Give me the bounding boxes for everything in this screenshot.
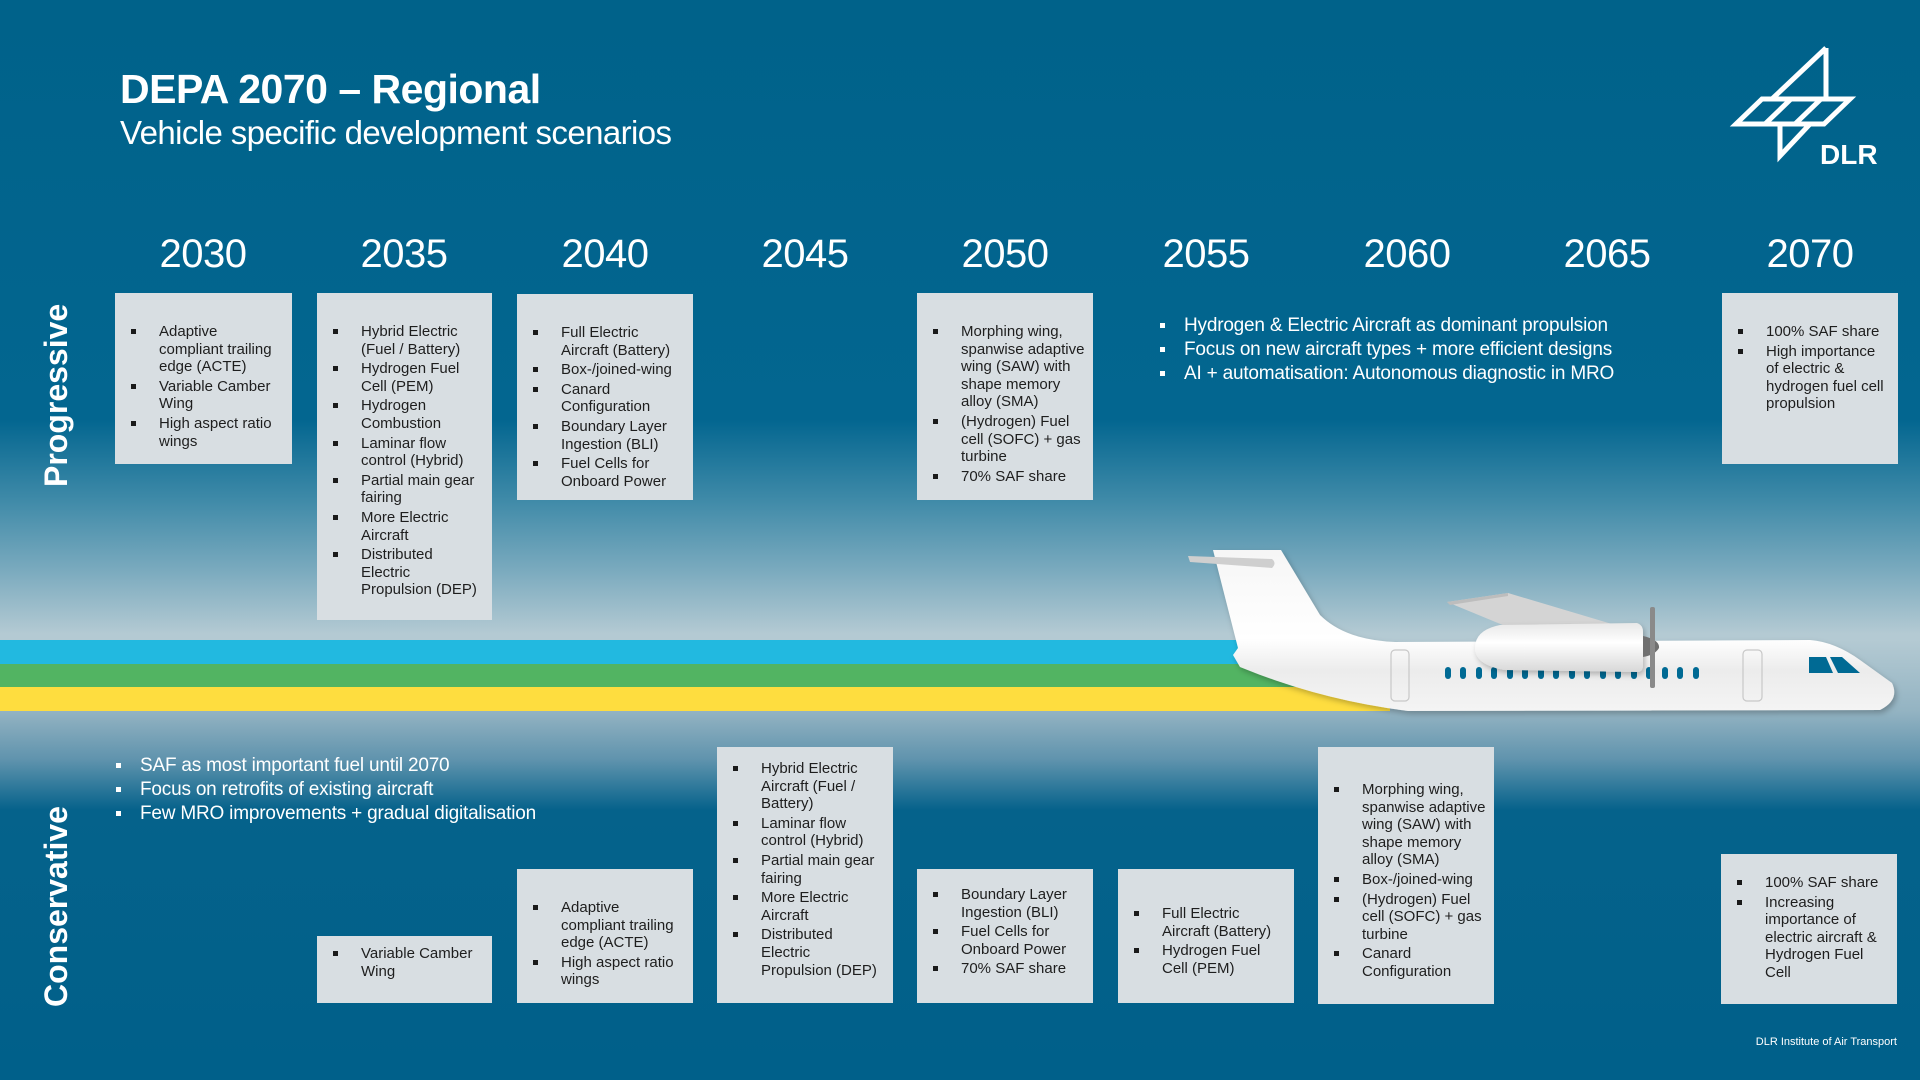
year-2055: 2055 <box>1162 232 1250 276</box>
list-item: Boundary Layer Ingestion (BLI) <box>931 886 1085 921</box>
page-title: DEPA 2070 – Regional <box>120 66 541 112</box>
list-item: Variable Camber Wing <box>129 378 284 413</box>
list-item: (Hydrogen) Fuel cell (SOFC) + gas turbin… <box>1332 891 1486 944</box>
list-item: 70% SAF share <box>931 468 1085 486</box>
list-item: Laminar flow control (Hybrid) <box>331 435 484 470</box>
list-item: Box-/joined-wing <box>531 361 685 379</box>
list-item: Boundary Layer Ingestion (BLI) <box>531 418 685 453</box>
list-item: Hydrogen Combustion <box>331 397 484 432</box>
dlr-logo-icon: DLR <box>1729 46 1878 170</box>
list-item: High aspect ratio wings <box>531 954 685 989</box>
conservative-summary: SAF as most important fuel until 2070 Fo… <box>114 754 536 826</box>
list-item: Adaptive compliant trailing edge (ACTE) <box>129 323 284 376</box>
conservative-box-2035: Variable Camber Wing <box>317 936 492 1003</box>
list-item: Focus on new aircraft types + more effic… <box>1158 338 1614 362</box>
list-item: 70% SAF share <box>931 960 1085 978</box>
year-2060: 2060 <box>1363 232 1451 276</box>
list-item: Variable Camber Wing <box>331 945 484 980</box>
conservative-box-2070: 100% SAF share Increasing importance of … <box>1721 854 1897 1004</box>
list-item: Partial main gear fairing <box>731 852 885 887</box>
year-2045: 2045 <box>761 232 849 276</box>
list-item: Hydrogen Fuel Cell (PEM) <box>1132 942 1286 977</box>
band-cyan <box>0 640 1260 664</box>
list-item: Fuel Cells for Onboard Power <box>531 455 685 490</box>
list-item: Increasing importance of electric aircra… <box>1735 894 1889 982</box>
list-item: High aspect ratio wings <box>129 415 284 450</box>
year-2050: 2050 <box>961 232 1049 276</box>
page-subtitle: Vehicle specific development scenarios <box>120 114 672 151</box>
progressive-box-2040: Full Electric Aircraft (Battery) Box-/jo… <box>517 294 693 500</box>
progressive-box-2050: Morphing wing, spanwise adaptive wing (S… <box>917 293 1093 500</box>
footer-credit: DLR Institute of Air Transport <box>1755 1036 1897 1048</box>
band-yellow <box>0 687 1390 711</box>
list-item: Full Electric Aircraft (Battery) <box>531 324 685 359</box>
list-item: Hybrid Electric Aircraft (Fuel / Battery… <box>731 760 885 813</box>
list-item: Laminar flow control (Hybrid) <box>731 815 885 850</box>
conservative-box-2040: Adaptive compliant trailing edge (ACTE) … <box>517 869 693 1003</box>
list-item: Hydrogen & Electric Aircraft as dominant… <box>1158 314 1614 338</box>
list-item: 100% SAF share <box>1735 874 1889 892</box>
list-item: Morphing wing, spanwise adaptive wing (S… <box>1332 781 1486 869</box>
year-2040: 2040 <box>561 232 649 276</box>
list-item: High importance of electric & hydrogen f… <box>1736 343 1890 413</box>
list-item: Adaptive compliant trailing edge (ACTE) <box>531 899 685 952</box>
conservative-box-2050: Boundary Layer Ingestion (BLI) Fuel Cell… <box>917 869 1093 1003</box>
list-item: Partial main gear fairing <box>331 472 484 507</box>
list-item: Distributed Electric Propulsion (DEP) <box>331 546 484 599</box>
year-2070: 2070 <box>1766 232 1854 276</box>
conservative-box-2060: Morphing wing, spanwise adaptive wing (S… <box>1318 747 1494 1004</box>
list-item: Box-/joined-wing <box>1332 871 1486 889</box>
list-item: AI + automatisation: Autonomous diagnost… <box>1158 362 1614 386</box>
list-item: Focus on retrofits of existing aircraft <box>114 778 536 802</box>
progressive-label: Progressive <box>38 303 74 487</box>
progressive-summary: Hydrogen & Electric Aircraft as dominant… <box>1158 314 1614 386</box>
list-item: Fuel Cells for Onboard Power <box>931 923 1085 958</box>
list-item: More Electric Aircraft <box>331 509 484 544</box>
conservative-box-2045: Hybrid Electric Aircraft (Fuel / Battery… <box>717 747 893 1003</box>
list-item: SAF as most important fuel until 2070 <box>114 754 536 778</box>
list-item: More Electric Aircraft <box>731 889 885 924</box>
band-green <box>0 664 1300 688</box>
conservative-box-2055: Full Electric Aircraft (Battery) Hydroge… <box>1118 869 1294 1003</box>
list-item: Distributed Electric Propulsion (DEP) <box>731 926 885 979</box>
list-item: Hybrid Electric (Fuel / Battery) <box>331 323 484 358</box>
list-item: (Hydrogen) Fuel cell (SOFC) + gas turbin… <box>931 413 1085 466</box>
dlr-logo: DLR <box>1728 44 1884 172</box>
list-item: Few MRO improvements + gradual digitalis… <box>114 802 536 826</box>
regional-turboprop-aircraft-icon <box>1188 550 1895 711</box>
progressive-box-2070: 100% SAF share High importance of electr… <box>1722 293 1898 464</box>
year-2065: 2065 <box>1563 232 1651 276</box>
year-2035: 2035 <box>360 232 448 276</box>
list-item: Canard Configuration <box>1332 945 1486 980</box>
year-2030: 2030 <box>159 232 247 276</box>
progressive-box-2035: Hybrid Electric (Fuel / Battery) Hydroge… <box>317 293 492 620</box>
list-item: Canard Configuration <box>531 381 685 416</box>
list-item: Morphing wing, spanwise adaptive wing (S… <box>931 323 1085 411</box>
list-item: Full Electric Aircraft (Battery) <box>1132 905 1286 940</box>
progressive-box-2030: Adaptive compliant trailing edge (ACTE) … <box>115 293 292 464</box>
conservative-label: Conservative <box>38 806 74 1007</box>
list-item: Hydrogen Fuel Cell (PEM) <box>331 360 484 395</box>
list-item: 100% SAF share <box>1736 323 1890 341</box>
svg-text:DLR: DLR <box>1820 139 1878 170</box>
